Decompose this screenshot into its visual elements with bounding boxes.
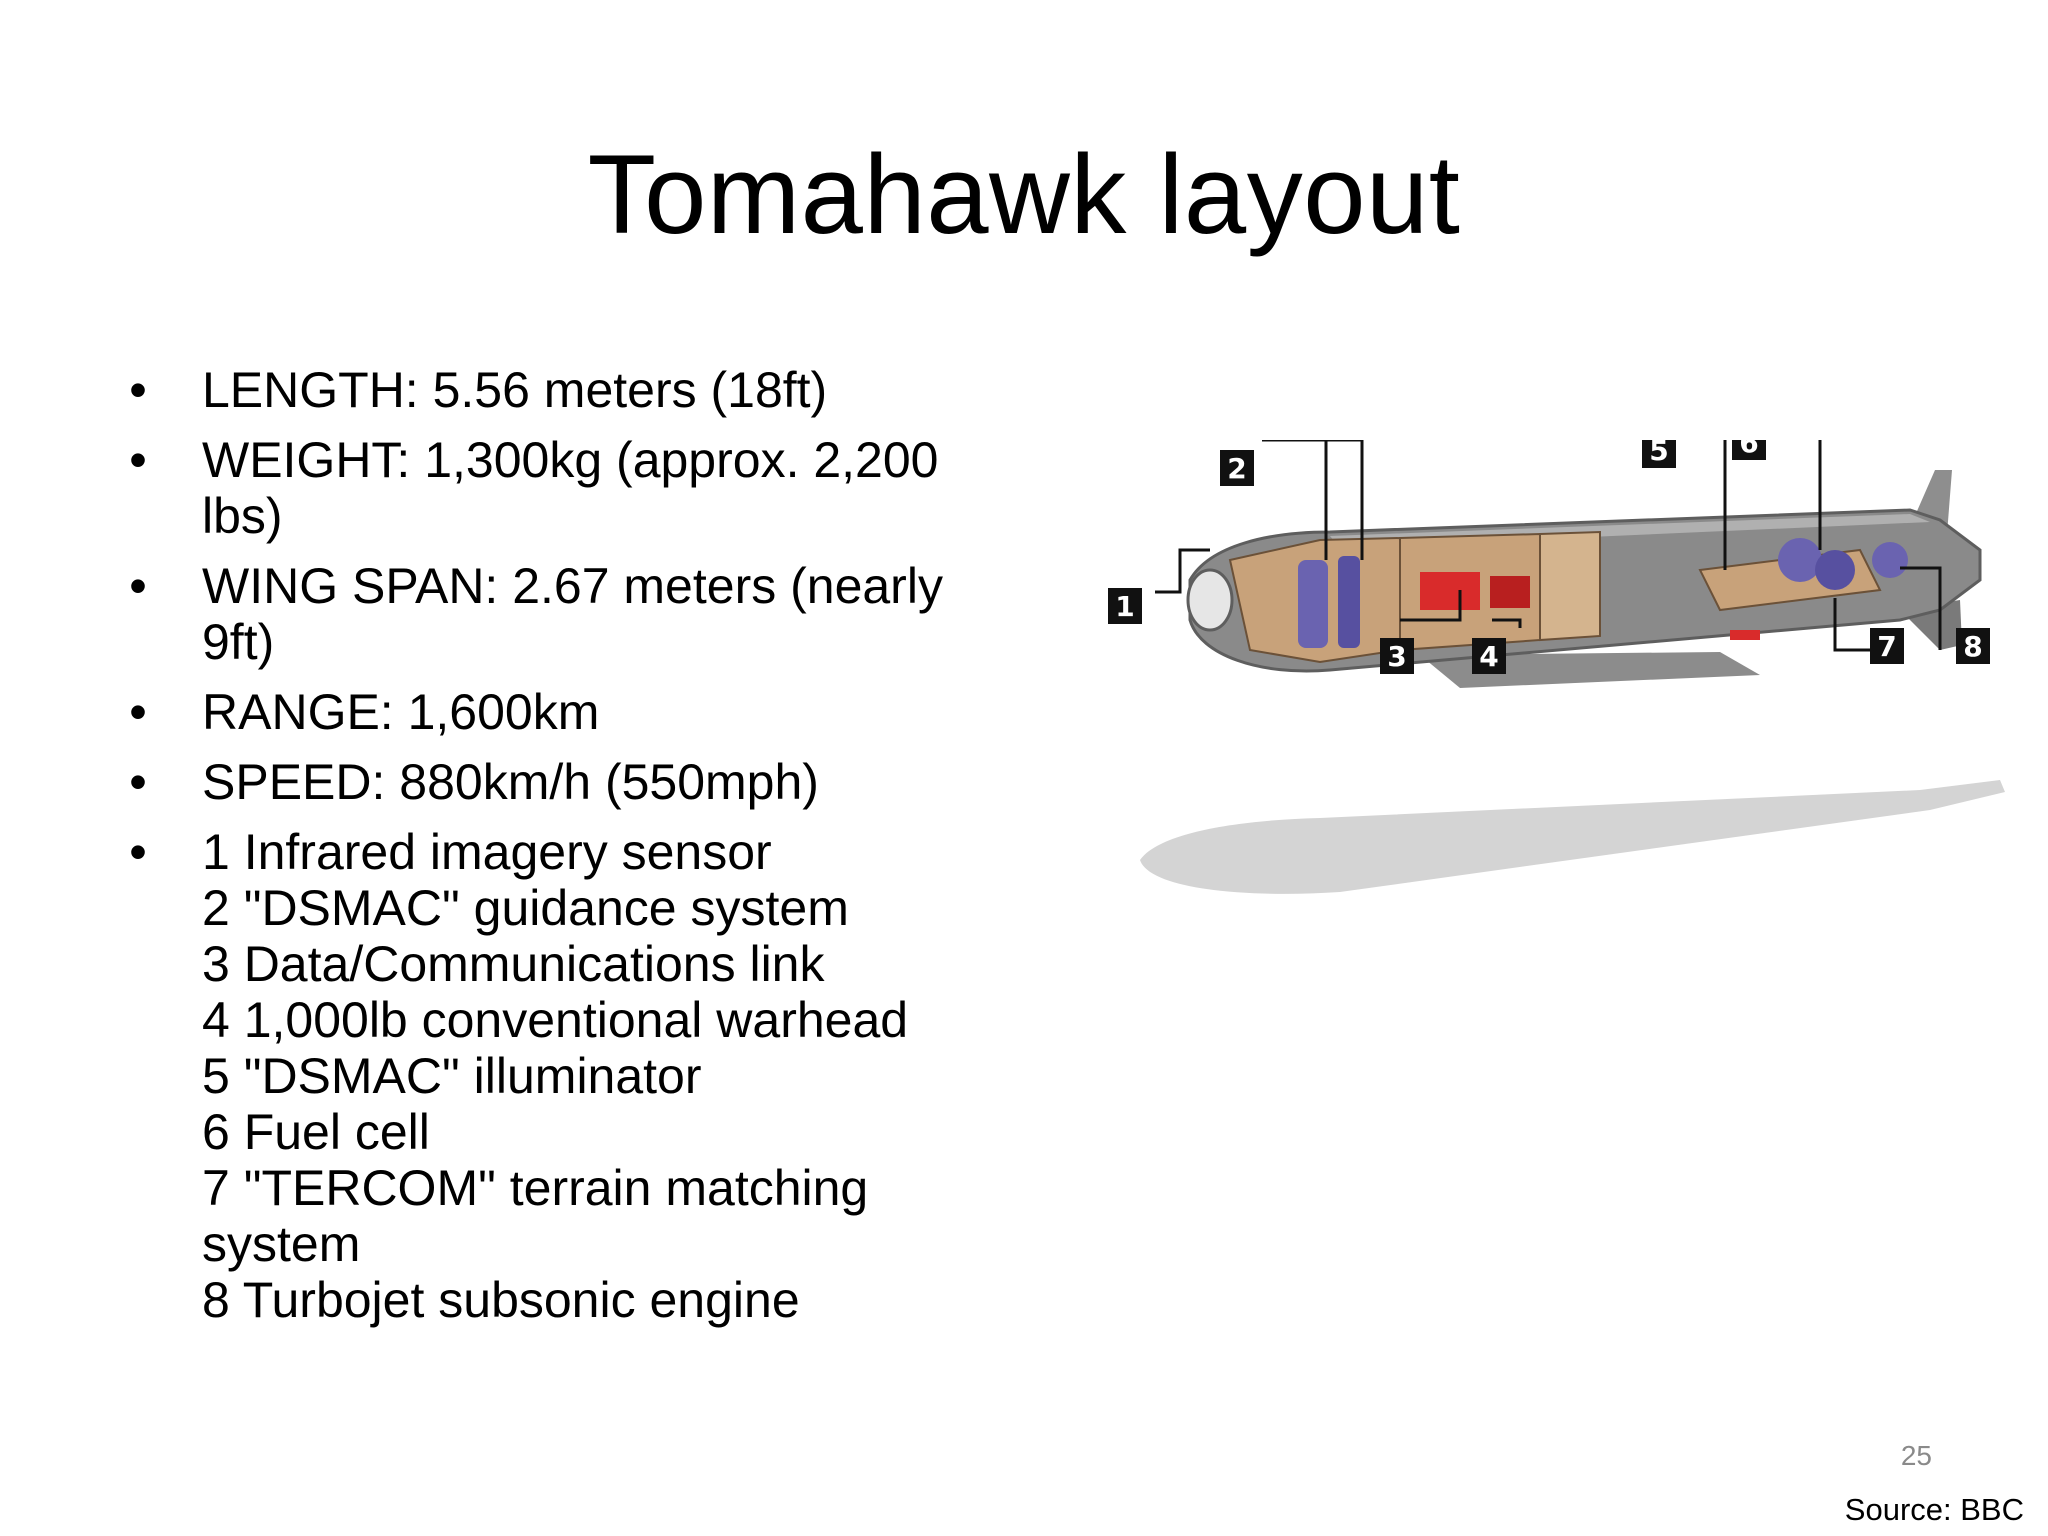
guidance-ring-1 <box>1298 560 1328 648</box>
bullet-text: WING SPAN: 2.67 meters (nearly 9ft) <box>202 558 943 670</box>
callout-3: 3 <box>1380 638 1414 674</box>
aft-marking <box>1730 630 1760 640</box>
data-link-module <box>1420 572 1480 610</box>
bullet-wing-span: • WING SPAN: 2.67 meters (nearly 9ft) <box>118 558 998 670</box>
bullet-marker: • <box>129 754 147 810</box>
callout-label: 4 <box>1479 640 1498 673</box>
tomahawk-cutaway-illustration: 1 2 3 4 5 6 7 8 <box>1108 440 2005 894</box>
callout-8: 8 <box>1956 628 1990 664</box>
bullet-marker: • <box>129 684 147 740</box>
source-credit: Source: BBC <box>1844 1492 2024 1527</box>
slide-title: Tomahawk layout <box>587 132 1461 257</box>
callout-label: 6 <box>1739 440 1758 459</box>
legend-item-6: 6 Fuel cell <box>202 1104 430 1160</box>
legend-item-1: 1 Infrared imagery sensor <box>202 824 772 880</box>
bullet-text: LENGTH: 5.56 meters (18ft) <box>202 362 828 418</box>
bullet-text: RANGE: 1,600km <box>202 684 600 740</box>
engine-component <box>1872 542 1908 578</box>
bullet-speed: • SPEED: 880km/h (550mph) <box>118 754 998 810</box>
legend-item-4: 4 1,000lb conventional warhead <box>202 992 909 1048</box>
legend-item-8: 8 Turbojet subsonic engine <box>202 1272 800 1328</box>
bullet-text: WEIGHT: 1,300kg (approx. 2,200 lbs) <box>202 432 939 544</box>
nose-sensor-window <box>1186 568 1234 632</box>
bullet-text: SPEED: 880km/h (550mph) <box>202 754 819 810</box>
bullet-marker: • <box>129 432 147 488</box>
callout-5: 5 <box>1642 440 1676 468</box>
legend-item-5: 5 "DSMAC" illuminator <box>202 1048 702 1104</box>
bullet-length: • LENGTH: 5.56 meters (18ft) <box>118 362 998 418</box>
fuel-cell-component <box>1778 538 1822 582</box>
callout-label: 2 <box>1227 452 1246 485</box>
cutaway-warhead-section <box>1539 530 1601 642</box>
bullet-marker: • <box>129 558 147 614</box>
bullet-range: • RANGE: 1,600km <box>118 684 998 740</box>
bullet-marker: • <box>129 824 147 880</box>
callout-label: 1 <box>1115 590 1134 623</box>
callout-6: 6 <box>1732 440 1766 460</box>
missile-shadow <box>1140 780 2005 894</box>
legend-item-7: 7 "TERCOM" terrain matching system <box>202 1160 869 1272</box>
bullet-weight: • WEIGHT: 1,300kg (approx. 2,200 lbs) <box>118 432 998 544</box>
callout-label: 3 <box>1387 640 1406 673</box>
data-link-module-2 <box>1490 576 1530 608</box>
callout-1: 1 <box>1108 588 1142 624</box>
callout-2: 2 <box>1220 450 1254 486</box>
guidance-ring-2 <box>1338 556 1360 648</box>
callout-label: 8 <box>1963 630 1982 663</box>
callout-7: 7 <box>1870 628 1904 664</box>
bullet-list: • LENGTH: 5.56 meters (18ft) • WEIGHT: 1… <box>118 362 998 1342</box>
bullet-component-legend: • 1 Infrared imagery sensor 2 "DSMAC" gu… <box>118 824 998 1328</box>
callout-4: 4 <box>1472 638 1506 674</box>
callout-label: 5 <box>1649 440 1668 467</box>
tercom-component <box>1815 550 1855 590</box>
legend-item-2: 2 "DSMAC" guidance system <box>202 880 849 936</box>
legend-item-3: 3 Data/Communications link <box>202 936 825 992</box>
page-number: 25 <box>1900 1440 1932 1471</box>
leader-lines <box>1155 440 1942 652</box>
callout-label: 7 <box>1877 630 1896 663</box>
bullet-marker: • <box>129 362 147 418</box>
